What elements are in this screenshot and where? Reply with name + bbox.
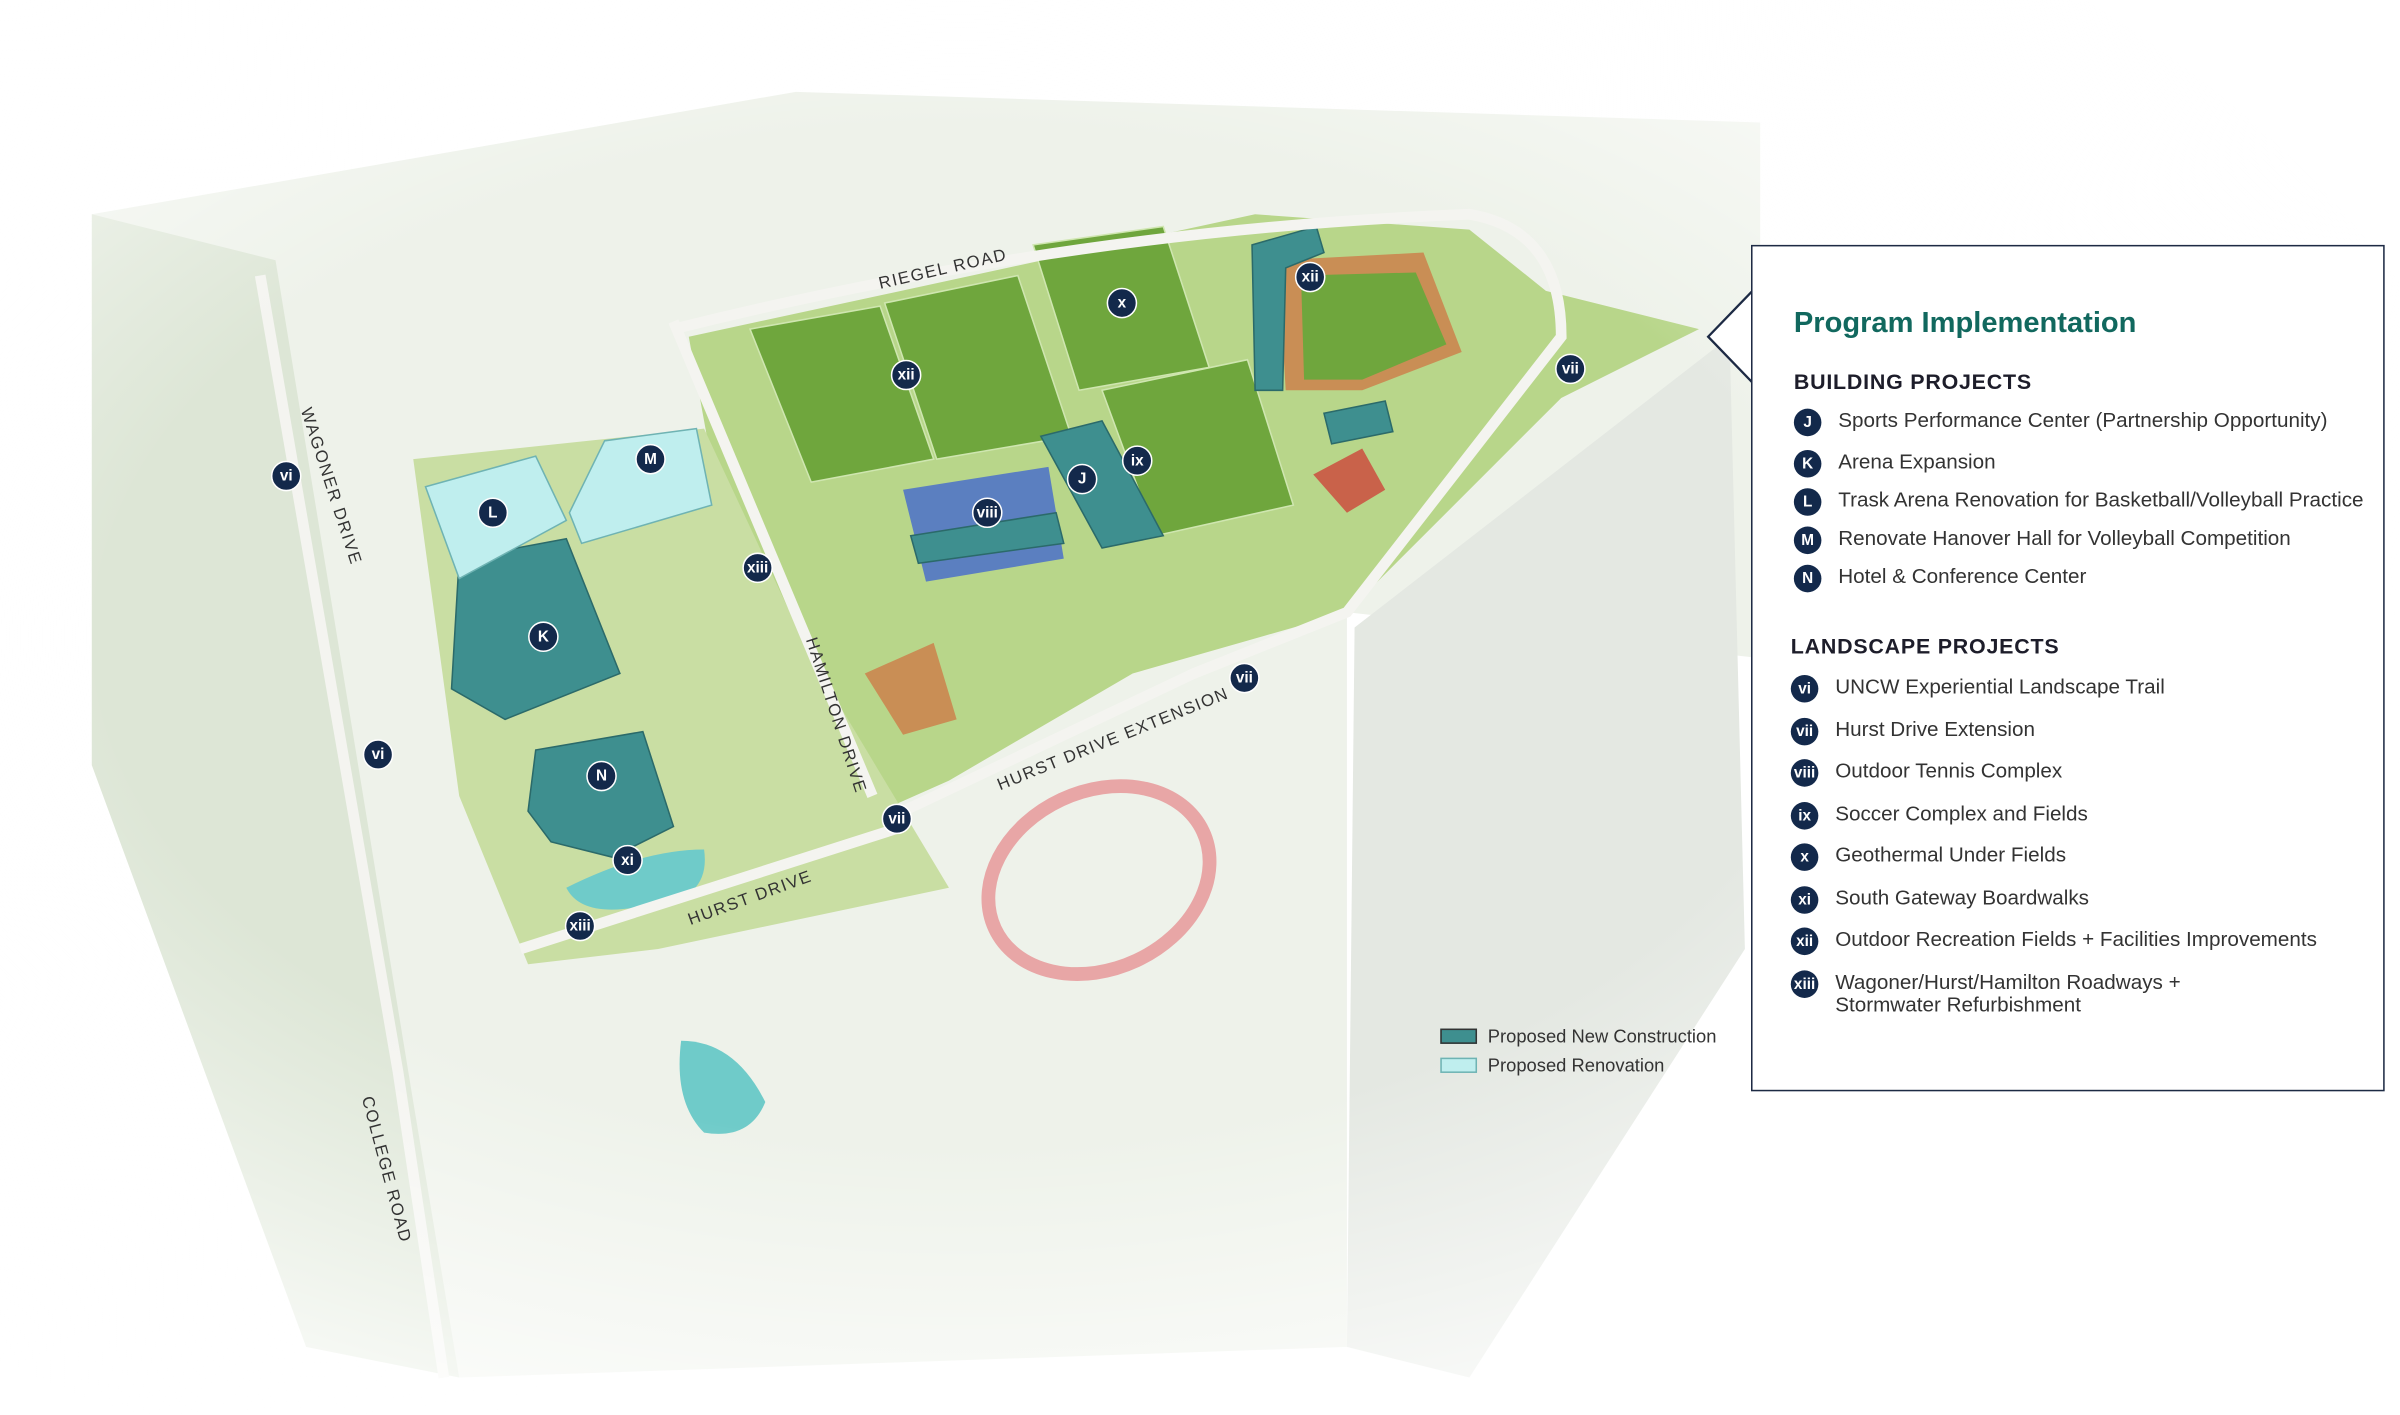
marker-K[interactable]: K bbox=[528, 621, 559, 653]
landscape-item-ix: ix Soccer Complex and Fields bbox=[1790, 802, 2088, 830]
building-item-M: M Renovate Hanover Hall for Volleyball Co… bbox=[1793, 526, 2291, 555]
badge: xii bbox=[1790, 927, 1819, 956]
badge: xi bbox=[1790, 886, 1819, 914]
item-label: Hotel & Conference Center bbox=[1838, 564, 2087, 588]
marker-xi[interactable]: xi bbox=[612, 844, 643, 876]
item-label: Geothermal Under Fields bbox=[1835, 843, 2067, 867]
item-label: Renovate Hanover Hall for Volleyball Com… bbox=[1838, 526, 2291, 550]
badge: L bbox=[1793, 488, 1822, 516]
marker-xiii-2[interactable]: xiii bbox=[564, 910, 596, 942]
badge: viii bbox=[1790, 759, 1819, 787]
item-label: South Gateway Boardwalks bbox=[1835, 886, 2090, 910]
marker-xii[interactable]: xii bbox=[890, 359, 922, 391]
marker-L[interactable]: L bbox=[477, 497, 509, 529]
marker-xii-2[interactable]: xii bbox=[1294, 261, 1326, 293]
badge: x bbox=[1790, 843, 1819, 871]
badge: xiii bbox=[1790, 970, 1819, 998]
marker-vii-2[interactable]: vii bbox=[1229, 662, 1260, 694]
landscape-item-xi: xi South Gateway Boardwalks bbox=[1790, 886, 2090, 914]
badge: N bbox=[1793, 564, 1822, 593]
building-projects-heading: BUILDING PROJECTS bbox=[1793, 368, 2032, 394]
program-implementation-panel: Program Implementation BUILDING PROJECTS… bbox=[1751, 244, 2385, 1092]
building-item-N: N Hotel & Conference Center bbox=[1793, 564, 2087, 593]
item-label: Hurst Drive Extension bbox=[1835, 717, 2036, 741]
landscape-item-viii: viii Outdoor Tennis Complex bbox=[1790, 759, 2063, 787]
building-item-L: L Trask Arena Renovation for Basketball/V… bbox=[1793, 488, 2364, 516]
item-label: Outdoor Recreation Fields + Facilities I… bbox=[1835, 927, 2317, 951]
badge: vii bbox=[1790, 717, 1819, 746]
marker-J[interactable]: J bbox=[1066, 463, 1098, 495]
landscape-item-x: x Geothermal Under Fields bbox=[1790, 843, 2067, 871]
marker-vii-3[interactable]: vii bbox=[881, 803, 913, 835]
item-label: Trask Arena Renovation for Basketball/Vo… bbox=[1838, 488, 2364, 512]
landscape-item-xiii: xiii Wagoner/Hurst/Hamilton Roadways +Sto… bbox=[1790, 970, 2181, 1016]
item-label-line2: Stormwater Refurbishment bbox=[1835, 993, 2081, 1017]
legend-new-construction: Proposed New Construction bbox=[1440, 1026, 1716, 1047]
marker-ix[interactable]: ix bbox=[1121, 445, 1153, 477]
legend-label: Proposed New Construction bbox=[1487, 1025, 1717, 1047]
marker-x[interactable]: x bbox=[1106, 287, 1138, 319]
item-label-line1: Wagoner/Hurst/Hamilton Roadways + bbox=[1835, 970, 2181, 994]
badge: vi bbox=[1790, 674, 1819, 703]
swatch-renovation bbox=[1440, 1057, 1478, 1073]
marker-xiii[interactable]: xiii bbox=[742, 552, 773, 584]
panel-title: Program Implementation bbox=[1793, 307, 2137, 340]
marker-M[interactable]: M bbox=[635, 443, 666, 475]
item-label: Soccer Complex and Fields bbox=[1835, 802, 2088, 825]
landscape-item-xii: xii Outdoor Recreation Fields + Facilitie… bbox=[1790, 927, 2317, 956]
marker-vii[interactable]: vii bbox=[1555, 353, 1586, 385]
badge: ix bbox=[1790, 802, 1819, 830]
panel-pointer bbox=[1706, 290, 1754, 384]
marker-viii[interactable]: viii bbox=[971, 497, 1003, 529]
landscape-item-vi: vi UNCW Experiential Landscape Trail bbox=[1790, 674, 2165, 703]
badge: K bbox=[1793, 449, 1822, 478]
item-label: Wagoner/Hurst/Hamilton Roadways +Stormwa… bbox=[1835, 970, 2180, 1016]
item-label: Sports Performance Center (Partnership O… bbox=[1838, 408, 2328, 432]
marker-vi[interactable]: vi bbox=[270, 460, 302, 492]
badge: J bbox=[1793, 408, 1822, 437]
badge: M bbox=[1793, 526, 1822, 555]
item-label: Arena Expansion bbox=[1838, 449, 1996, 473]
item-label: UNCW Experiential Landscape Trail bbox=[1835, 674, 2165, 698]
legend-label: Proposed Renovation bbox=[1487, 1054, 1665, 1077]
legend-renovation: Proposed Renovation bbox=[1440, 1055, 1664, 1076]
building-item-K: K Arena Expansion bbox=[1793, 449, 1996, 478]
marker-vi-2[interactable]: vi bbox=[362, 739, 394, 770]
landscape-item-vii: vii Hurst Drive Extension bbox=[1790, 717, 2036, 746]
marker-N[interactable]: N bbox=[586, 760, 617, 792]
landscape-projects-heading: LANDSCAPE PROJECTS bbox=[1790, 633, 2060, 659]
item-label: Outdoor Tennis Complex bbox=[1835, 759, 2063, 783]
swatch-new bbox=[1440, 1028, 1478, 1044]
building-item-J: J Sports Performance Center (Partnership … bbox=[1793, 408, 2328, 437]
